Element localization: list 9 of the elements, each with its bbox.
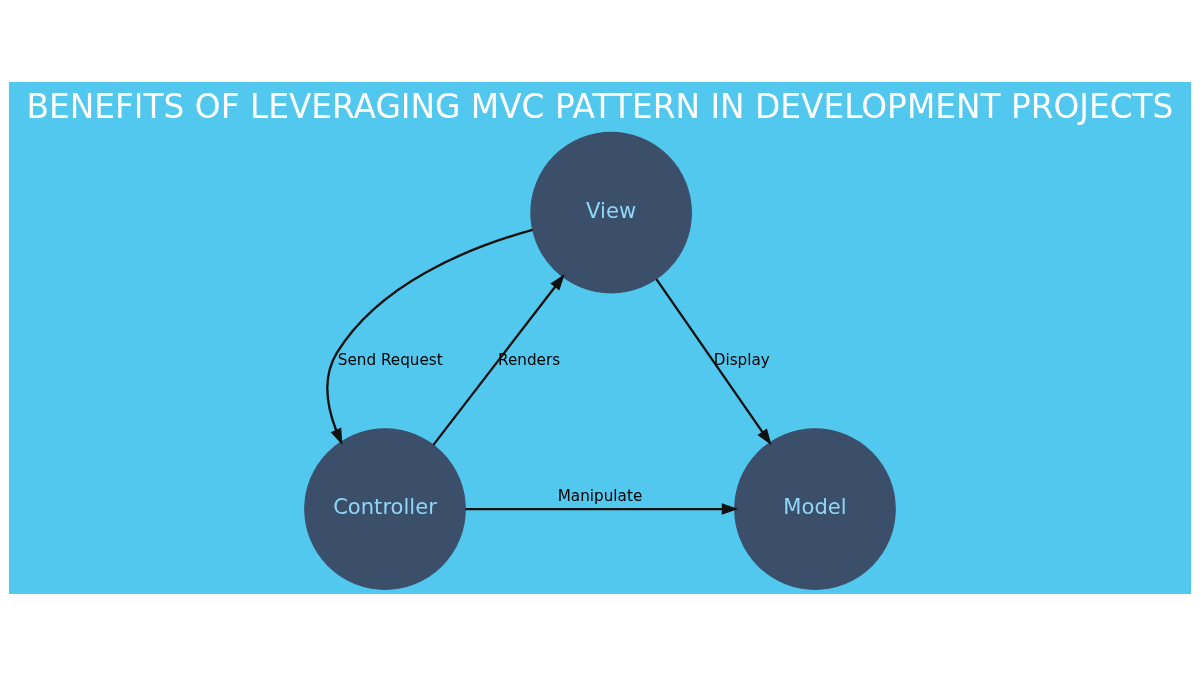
diagram-title: BENEFITS OF LEVERAGING MVC PATTERN IN DEVELOPMENT PROJECTS (26, 87, 1174, 126)
arrow (432, 273, 565, 446)
edge-label: Send Request (337, 350, 443, 369)
arrow (326, 228, 533, 445)
arrow (465, 502, 739, 515)
edge-label: Renders (498, 350, 561, 369)
edge-label: Display (713, 350, 770, 369)
edge-label: Manipulate (557, 486, 643, 505)
arrow (655, 277, 772, 445)
